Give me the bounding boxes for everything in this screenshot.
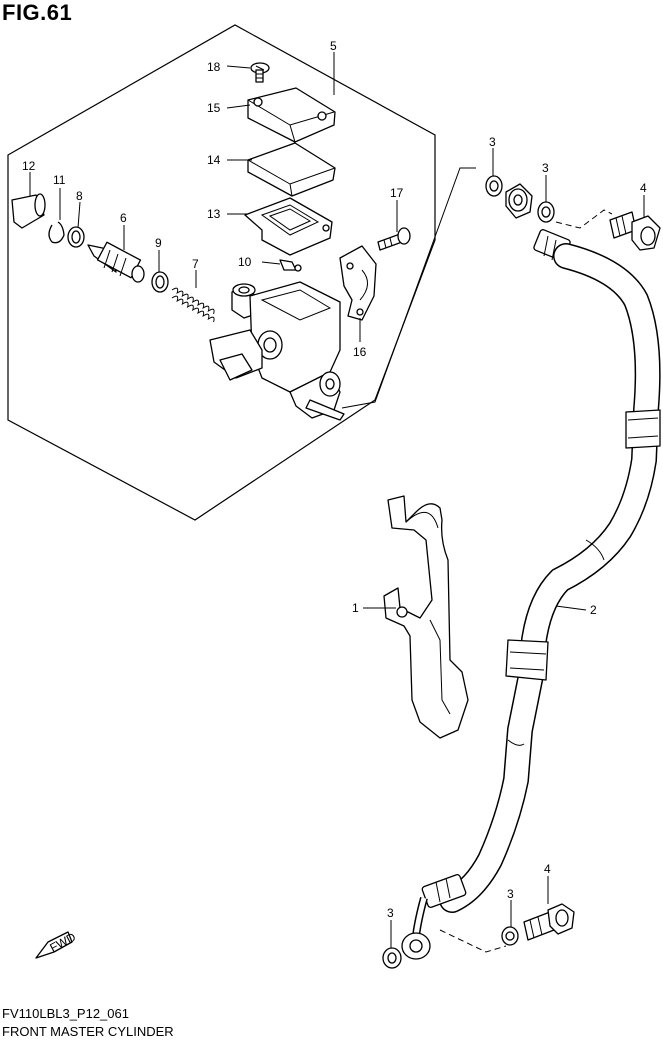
fwd-arrow-icon: FWD <box>35 930 78 959</box>
callout-12: 12 <box>22 159 36 173</box>
leader-lines <box>29 52 645 948</box>
callout-8: 8 <box>76 189 83 203</box>
dashed-connector-upper <box>555 209 613 229</box>
part-8-seal <box>67 226 85 248</box>
callout-14: 14 <box>207 153 221 167</box>
fwd-arrow-label: FWD <box>47 930 78 955</box>
lower-banjo-assembly <box>382 903 575 969</box>
callout-13: 13 <box>207 207 221 221</box>
callout-10: 10 <box>238 255 252 269</box>
figure-code: FV110LBL3_P12_061 <box>2 1006 129 1021</box>
part-12-boot <box>11 193 46 229</box>
callout-16: 16 <box>353 345 367 359</box>
callout-3-upper-left: 3 <box>489 135 496 149</box>
callout-18: 18 <box>207 60 221 74</box>
part-15-reservoir-cap <box>247 87 336 143</box>
figure-description: FRONT MASTER CYLINDER <box>2 1024 174 1039</box>
part-18-screw <box>250 62 270 83</box>
part-1-bracket <box>383 495 469 739</box>
upper-banjo-assembly <box>485 175 661 251</box>
dashed-connector-lower <box>439 929 507 953</box>
callout-9: 9 <box>155 236 162 250</box>
callout-17: 17 <box>390 186 404 200</box>
connector-line-body-to-hose <box>341 167 476 409</box>
part-10-clip <box>279 259 302 272</box>
callout-5: 5 <box>330 39 337 53</box>
part-6-piston <box>87 241 145 283</box>
part-9-cup <box>151 271 169 293</box>
part-7-spring <box>171 287 215 323</box>
callout-2: 2 <box>590 603 597 617</box>
callout-4-upper: 4 <box>640 181 647 195</box>
figure-title: FIG.61 <box>2 0 73 25</box>
part-16-clamp <box>339 245 377 321</box>
part-17-bolt <box>377 227 411 251</box>
callout-1: 1 <box>352 601 359 615</box>
callout-4-lower: 4 <box>544 862 551 876</box>
callout-3-lower-left: 3 <box>387 906 394 920</box>
callout-numbers: 5 18 15 14 13 12 11 8 6 9 7 10 17 16 3 3… <box>22 39 647 920</box>
master-cylinder-body <box>209 281 345 421</box>
callout-3-lower-right: 3 <box>507 887 514 901</box>
callout-3-upper-right: 3 <box>542 161 549 175</box>
part-11-circlip <box>48 221 65 244</box>
callout-6: 6 <box>120 211 127 225</box>
callout-15: 15 <box>207 101 221 115</box>
part-2-brake-hose <box>401 214 661 960</box>
callout-11: 11 <box>53 173 66 187</box>
callout-7: 7 <box>192 257 199 271</box>
part-13-diaphragm <box>244 197 333 256</box>
part-14-plate <box>247 142 336 197</box>
